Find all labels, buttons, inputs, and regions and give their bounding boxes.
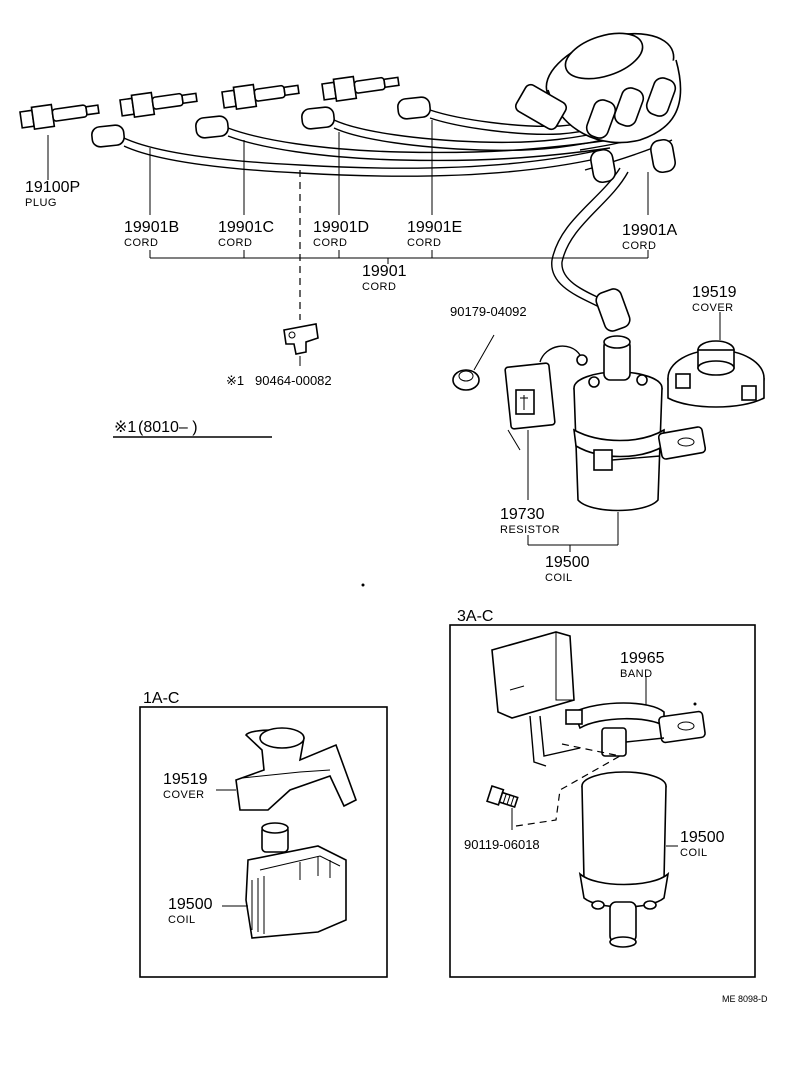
inset-1ac-cover-number: 19519	[163, 771, 208, 788]
plug-part-name: PLUG	[25, 197, 57, 209]
cord-a-part-number: 19901A	[622, 222, 677, 239]
cord-e-part-name: CORD	[407, 237, 441, 249]
inset-3ac-coil-number: 19500	[680, 829, 725, 846]
inset-3ac-coil-name: COIL	[680, 847, 708, 859]
note-text: (8010– )	[138, 419, 198, 436]
cord-clamp-drawing	[283, 323, 319, 366]
resistor-coil-drawing	[504, 335, 707, 552]
plug-part-number: 19100P	[25, 179, 80, 196]
cord-c-part-number: 19901C	[218, 219, 274, 236]
inset-1ac-frame	[139, 706, 388, 978]
inset-1ac-title: 1A-C	[143, 690, 179, 707]
diagram-code: ME 8098-D	[722, 994, 768, 1004]
distributor-cap-drawing	[514, 32, 682, 184]
resistor-part-number: 19730	[500, 506, 545, 523]
cord-d-part-name: CORD	[313, 237, 347, 249]
cord-set-part-number: 19901	[362, 263, 407, 280]
inset-3ac-band-name: BAND	[620, 668, 653, 680]
dot-mark	[361, 583, 365, 587]
grommet-drawing	[452, 334, 495, 391]
cover-19519-drawing	[667, 312, 765, 408]
cord-c-part-name: CORD	[218, 237, 252, 249]
inset-3ac-frame	[449, 624, 756, 978]
inset-3ac-drawing	[486, 631, 706, 948]
resistor-part-name: RESISTOR	[500, 524, 560, 536]
cord-b-part-name: CORD	[124, 237, 158, 249]
clamp-mark: ※1	[226, 373, 244, 388]
cover-part-name: COVER	[692, 302, 734, 314]
coil-part-name: COIL	[545, 572, 573, 584]
inset-1ac-drawing	[216, 727, 357, 939]
clamp-part-number: 90464-00082	[255, 373, 332, 388]
labels: 19100P PLUG 19901B CORD 19901C CORD 1990…	[25, 179, 768, 1004]
cover-part-number: 19519	[692, 284, 737, 301]
coil-part-number: 19500	[545, 554, 590, 571]
cord-leader-lines	[47, 120, 649, 320]
grommet-part-number: 90179-04092	[450, 304, 527, 319]
inset-1ac-coil-number: 19500	[168, 896, 213, 913]
cord-set-part-name: CORD	[362, 281, 396, 293]
inset-1ac-cover-name: COVER	[163, 789, 205, 801]
cord-d-part-number: 19901D	[313, 219, 369, 236]
inset-3ac-band-number: 19965	[620, 650, 665, 667]
inset-1ac-coil-name: COIL	[168, 914, 196, 926]
inset-3ac-screw-number: 90119-06018	[464, 837, 540, 852]
spark-plug-drawing	[19, 75, 400, 131]
ignition-cord-drawing	[91, 96, 673, 332]
inset-3ac-title: 3A-C	[457, 608, 493, 625]
cord-b-part-number: 19901B	[124, 219, 179, 236]
cord-e-part-number: 19901E	[407, 219, 462, 236]
note-mark: ※1	[114, 419, 136, 436]
cord-a-part-name: CORD	[622, 240, 656, 252]
